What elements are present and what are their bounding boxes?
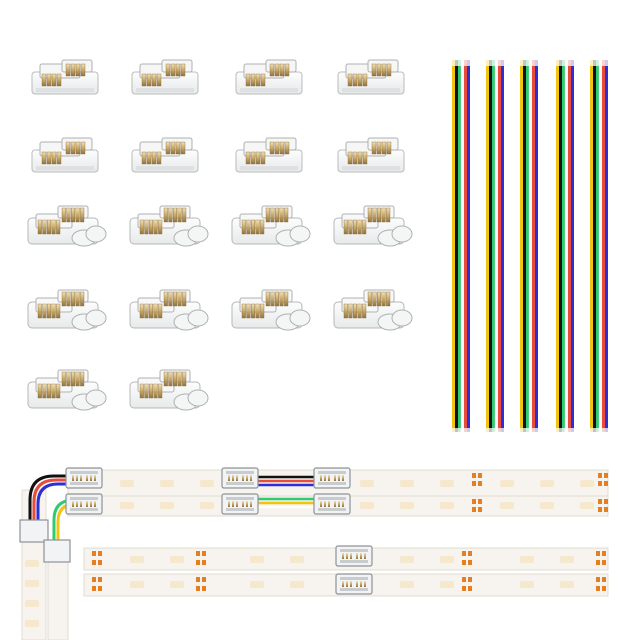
strip-connector <box>221 493 259 515</box>
extension-cable <box>450 55 472 439</box>
connector-straight <box>131 59 199 95</box>
strip-connector <box>313 493 351 515</box>
connector-straight <box>337 59 405 95</box>
strip-connector <box>335 573 373 595</box>
led-chip <box>25 580 39 587</box>
connector-straight <box>31 59 99 95</box>
strip-connector <box>65 467 103 489</box>
bend-wires-outer <box>28 474 90 520</box>
led-chip <box>25 560 39 567</box>
connector-clip <box>129 289 209 331</box>
strip-connector <box>221 467 259 489</box>
strip-demo <box>19 467 609 640</box>
extension-cable <box>518 55 540 439</box>
connector-clip <box>129 369 209 411</box>
connector-clip <box>129 205 209 247</box>
extension-cable <box>588 55 610 439</box>
extension-cable <box>484 55 506 439</box>
connector-clip <box>333 205 413 247</box>
connector-straight <box>131 137 199 173</box>
connector-clip <box>231 289 311 331</box>
connector-clip <box>27 205 107 247</box>
led-chip <box>25 620 39 627</box>
strip-connector <box>335 545 373 567</box>
connector-clip <box>333 289 413 331</box>
strip-connector <box>65 493 103 515</box>
connector-clip <box>231 205 311 247</box>
strip-connector <box>313 467 351 489</box>
connector-straight <box>235 137 303 173</box>
extension-cables <box>450 55 610 439</box>
corner-connector <box>43 539 71 563</box>
led-chip <box>25 600 39 607</box>
connector-clip <box>27 289 107 331</box>
connector-straight <box>31 137 99 173</box>
extension-cable <box>554 55 576 439</box>
connector-clip <box>27 369 107 411</box>
corner-connector <box>19 519 49 543</box>
connector-straight <box>235 59 303 95</box>
connector-straight <box>337 137 405 173</box>
connector-grid <box>27 59 413 411</box>
